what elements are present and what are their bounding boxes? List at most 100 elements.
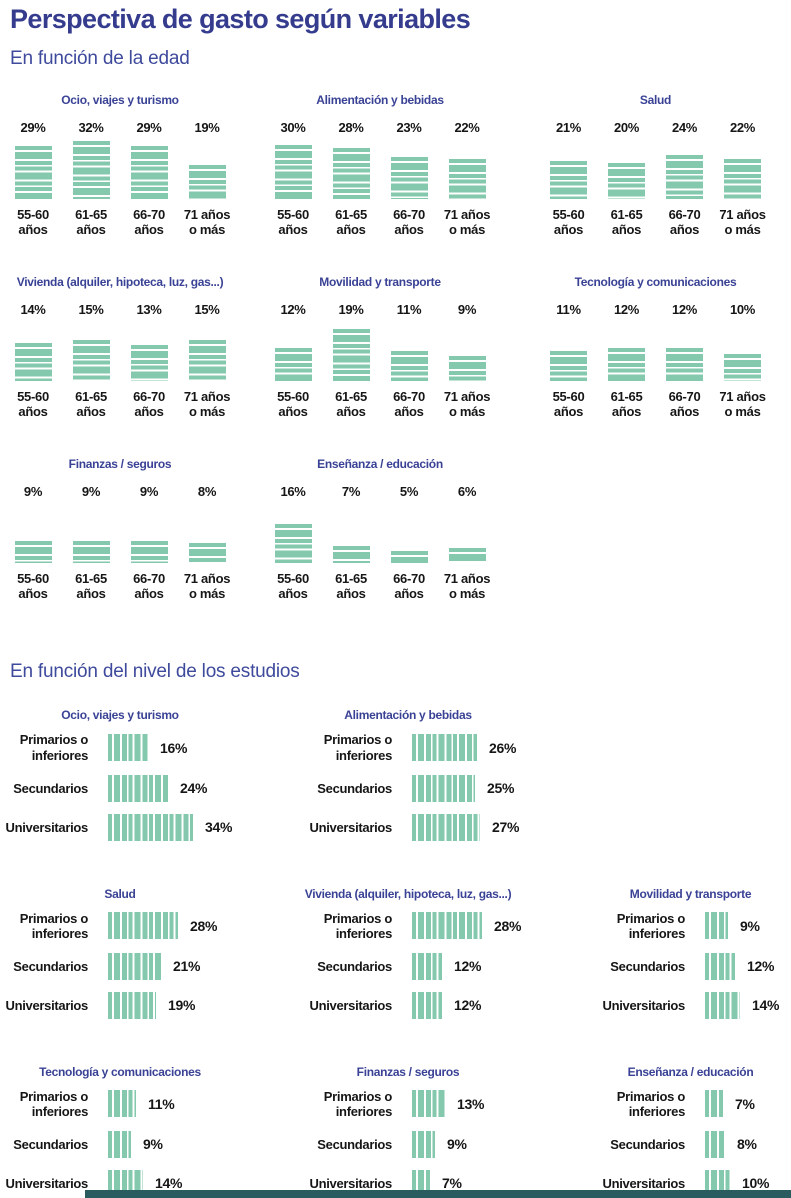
bar [188, 339, 226, 381]
bar-area [550, 323, 587, 381]
category-label: Universitarios [309, 997, 392, 1013]
value-label: 13% [136, 301, 162, 317]
bar [412, 1090, 445, 1118]
bar-area [724, 141, 761, 199]
value-label: 8% [737, 1136, 757, 1153]
value-label: 14% [155, 1175, 183, 1192]
bar-area [14, 141, 52, 199]
bar [666, 154, 703, 199]
category-label: Universitarios [602, 997, 685, 1013]
value-label: 19% [338, 301, 364, 317]
chart-title: Finanzas / seguros [356, 1064, 460, 1079]
bar-area [274, 141, 312, 199]
page-title: Perspectiva de gasto según variables [10, 4, 471, 34]
value-label: 12% [747, 958, 775, 975]
value-label: 25% [487, 780, 515, 797]
value-label: 12% [671, 301, 698, 317]
bar [130, 540, 168, 563]
value-label: 9% [81, 483, 101, 499]
bar [188, 542, 226, 563]
bar [130, 145, 168, 199]
bar-row: Universitarios 14% [560, 991, 791, 1019]
chart-title: Enseñanza / educación [317, 456, 443, 471]
bar [72, 339, 110, 381]
bar-area [274, 323, 312, 381]
value-label: 8% [197, 483, 217, 499]
bar [724, 158, 761, 199]
bar [412, 991, 442, 1019]
value-label: 22% [729, 119, 756, 135]
category-label: Secundarios [610, 958, 685, 974]
value-label: 16% [160, 739, 188, 756]
bar [108, 1090, 136, 1118]
value-label: 9% [457, 301, 477, 317]
bar [705, 952, 735, 980]
chart-title: Tecnología y comunicaciones [574, 274, 737, 289]
bar-area [14, 323, 52, 381]
bar [705, 991, 740, 1019]
bar [332, 545, 370, 563]
value-label: 24% [180, 780, 208, 797]
bar [412, 813, 480, 841]
category-label: Universitarios [5, 819, 88, 835]
bar [412, 734, 477, 762]
bar [666, 347, 703, 381]
bar-area [390, 323, 428, 381]
bar [108, 952, 161, 980]
bar-area [332, 141, 370, 199]
bar-area [188, 505, 226, 563]
value-label: 9% [740, 917, 760, 934]
bar-area [448, 141, 486, 199]
chart-title: Vivienda (alquiler, hipoteca, luz, gas..… [16, 274, 224, 289]
education-chart: Vivienda (alquiler, hipoteca, luz, gas..… [280, 887, 560, 1019]
value-label: 14% [752, 997, 780, 1014]
value-label: 19% [194, 119, 220, 135]
value-label: 7% [341, 483, 361, 499]
chart-title: Tecnología y comunicaciones [39, 1064, 201, 1079]
bar-area [448, 323, 486, 381]
value-label: 14% [20, 301, 46, 317]
bar [274, 347, 312, 381]
bar [14, 540, 52, 563]
value-label: 12% [454, 958, 482, 975]
